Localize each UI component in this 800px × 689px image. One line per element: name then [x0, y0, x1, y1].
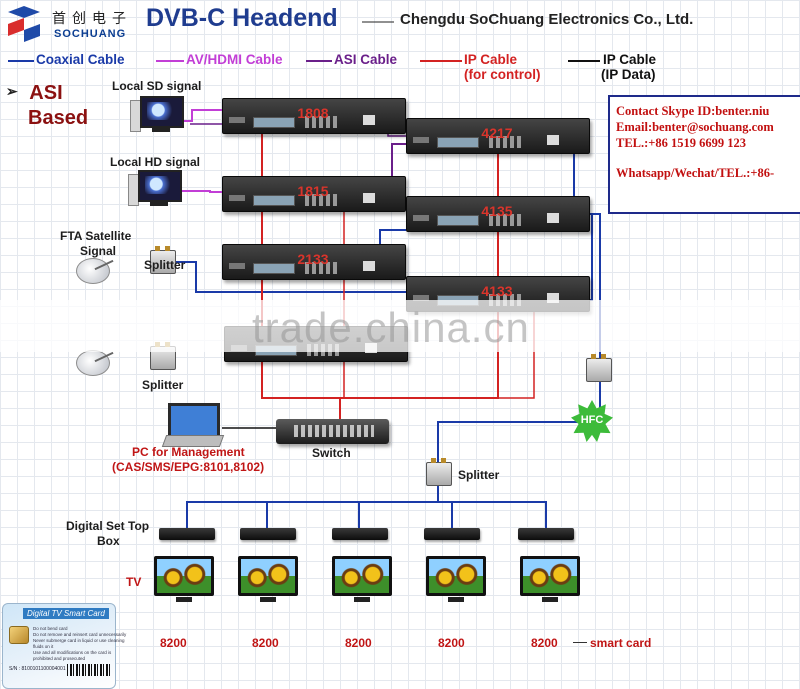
legend-ip-control-2: (for control)	[464, 67, 541, 82]
tv-icon-3	[332, 556, 392, 604]
contact-tel: TEL.:+86 1519 6699 123	[616, 136, 747, 150]
coax-cable-dist-right	[438, 501, 547, 528]
multiplexer-model: 4217	[481, 125, 513, 141]
coax-cable-to-splitter	[437, 421, 578, 462]
receiver-model: 2133	[297, 251, 329, 267]
pc-management-services: (CAS/SMS/EPG:8101,8102)	[112, 460, 265, 474]
splitter-bottom-label: Splitter	[142, 378, 184, 392]
card-text-4: fluids on it	[33, 644, 54, 649]
tv-icon-4	[426, 556, 486, 604]
smart-card-number-1: 8200	[160, 636, 187, 650]
contact-whatsapp: Whatsapp/Wechat/TEL.:+86-	[616, 166, 775, 180]
smart-card-chip-icon	[9, 626, 29, 644]
logo-english-name: SOCHUANG	[54, 28, 127, 40]
network-switch-icon	[276, 419, 389, 444]
hdmi-cable-hd	[180, 190, 222, 193]
local-hd-computer-icon	[128, 170, 182, 210]
smart-card-label: smart card	[590, 636, 652, 650]
legend-ip-data-1: IP Cable	[603, 52, 657, 67]
sochuang-logo-icon	[8, 6, 40, 42]
section-heading-line2: Based	[28, 107, 89, 129]
combiner-icon	[586, 354, 612, 382]
distribution-splitter-icon	[426, 458, 452, 486]
card-text-5: Use and all modifications on the card is	[33, 650, 112, 655]
multiplexer-device: 4217	[406, 118, 590, 154]
smart-card-number-2: 8200	[252, 636, 279, 650]
logo-chinese-name: 首创电子	[52, 11, 132, 27]
tv-label: TV	[126, 575, 142, 589]
legend-coaxial: Coaxial Cable	[36, 52, 125, 67]
card-text-3: Never submerge card in liquid or use cle…	[33, 638, 125, 643]
hfc-network-icon: HFC	[571, 400, 613, 442]
stb-label-line1: Digital Set Top	[66, 519, 150, 533]
contact-skype: Contact Skype ID:benter.niu	[616, 104, 770, 118]
modulator-1-model: 4135	[481, 203, 513, 219]
set-top-box-3	[332, 528, 388, 540]
distribution-splitter-label: Splitter	[458, 468, 500, 482]
legend-ip-control-1: IP Cable	[464, 52, 518, 67]
smart-card-title: Digital TV Smart Card	[23, 608, 109, 619]
stb-label-line2: Box	[97, 534, 120, 548]
tv-icon-5	[520, 556, 580, 604]
section-heading-line1: ASI	[29, 82, 63, 104]
legend-ip-data-2: (IP Data)	[601, 67, 656, 82]
management-laptop-icon	[161, 403, 225, 447]
encoder-2-model: 1815	[297, 183, 329, 199]
modulator-2-model: 4133	[481, 283, 513, 299]
set-top-box-5	[518, 528, 574, 540]
smart-card-pointer-line	[573, 642, 587, 643]
splitter-top-label: Splitter	[144, 258, 186, 272]
coax-cable-distribution	[186, 484, 439, 528]
local-sd-label: Local SD signal	[112, 79, 202, 93]
fta-label-line2: Signal	[80, 244, 117, 258]
local-sd-computer-icon	[130, 96, 184, 136]
set-top-box-2	[240, 528, 296, 540]
smart-card-barcode	[67, 664, 111, 676]
contact-box: Contact Skype ID:benter.niu Email:benter…	[608, 95, 800, 214]
watermark-text: trade.china.cn	[252, 304, 530, 351]
smart-card-number-4: 8200	[438, 636, 465, 650]
switch-label: Switch	[312, 446, 351, 460]
satellite-dish-icon-2	[76, 344, 116, 376]
section-heading: ➢ ASI Based	[6, 79, 88, 131]
smart-card-number-5: 8200	[531, 636, 558, 650]
pc-management-label: PC for Management	[132, 445, 245, 459]
tv-icon-1	[154, 556, 214, 604]
encoder-device-1: 1808	[222, 98, 406, 134]
fta-label-line1: FTA Satellite	[60, 229, 132, 243]
company-name: Chengdu SoChuang Electronics Co., Ltd.	[400, 11, 694, 28]
encoder-device-2: 1815	[222, 176, 406, 212]
hfc-label: HFC	[580, 414, 604, 426]
encoder-1-model: 1808	[297, 105, 329, 121]
set-top-box-1	[159, 528, 215, 540]
arrow-icon: ➢	[6, 83, 18, 99]
modulator-device-1: 4135	[406, 196, 590, 232]
smart-card-number-3: 8200	[345, 636, 372, 650]
legend-av-hdmi: AV/HDMI Cable	[186, 52, 283, 67]
card-text-1: Do not bend card	[33, 626, 68, 631]
receiver-device: 2133	[222, 244, 406, 280]
coax-cable-sat	[160, 261, 406, 293]
satellite-dish-icon	[76, 252, 116, 284]
card-text-6: prohibited and prosecuted	[33, 656, 86, 661]
set-top-box-4	[424, 528, 480, 540]
contact-email: Email:benter@sochuang.com	[616, 120, 774, 134]
local-hd-label: Local HD signal	[110, 155, 201, 169]
hdmi-cable-sd	[178, 109, 222, 122]
splitter-icon	[150, 246, 176, 274]
smart-card-serial: S/N : 8100101100004001	[9, 666, 66, 672]
card-text-2: Do not remove and reinsert card unnecess…	[33, 632, 127, 637]
smart-card-image: Digital TV Smart Card Do not bend card D…	[2, 603, 126, 689]
legend-asi: ASI Cable	[334, 52, 398, 67]
watermark-band	[0, 300, 800, 352]
diagram-title: DVB-C Headend	[146, 4, 338, 32]
tv-icon-2	[238, 556, 298, 604]
